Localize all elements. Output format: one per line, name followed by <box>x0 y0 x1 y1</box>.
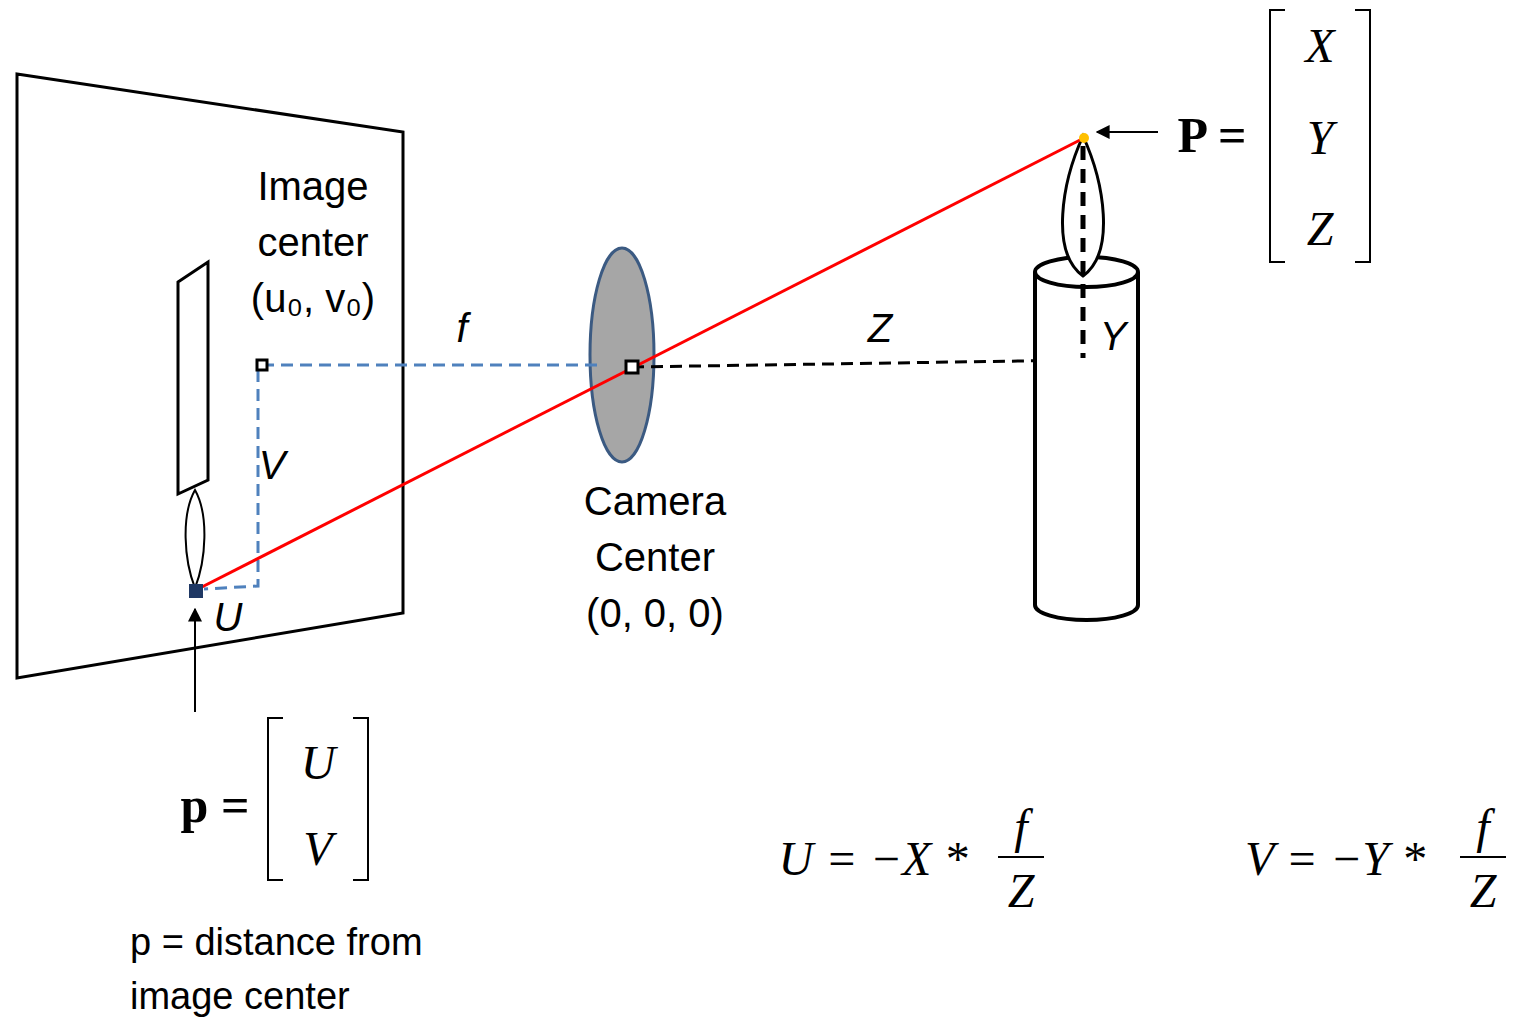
focal-length: f <box>456 306 467 351</box>
height-guide <box>1081 146 1086 358</box>
world-point <box>1079 133 1089 143</box>
matrix-entry: X <box>1305 18 1334 73</box>
camera-center-label: Camera Center (0, 0, 0) <box>573 473 738 641</box>
matrix-entry: V <box>303 821 332 876</box>
plane-outline <box>15 72 407 684</box>
lens-outline <box>590 248 654 462</box>
definition-note: p = distance from image center <box>130 915 475 1023</box>
matrix-bracket <box>1270 10 1370 262</box>
matrix-name: p = <box>181 776 250 834</box>
fraction-denominator: Z <box>1470 863 1497 918</box>
image-center-point <box>257 360 267 370</box>
fraction-bar <box>998 856 1044 858</box>
uv-guide <box>204 370 258 589</box>
matrix-entry: Z <box>1307 201 1334 256</box>
fraction-numerator: f <box>1014 799 1027 854</box>
matrix-name: P = <box>1178 106 1247 164</box>
fraction-bar <box>1460 856 1506 858</box>
equation-lhs: U = −X * <box>779 831 968 886</box>
u-label: U <box>214 595 243 640</box>
matrix-entry: U <box>301 735 336 790</box>
lens-outline <box>560 245 750 645</box>
matrix-bracket <box>268 718 368 880</box>
leader-arrow <box>1097 131 1158 133</box>
image-center-label: Image center (u₀, v₀) <box>238 158 388 326</box>
depth-label: Z <box>868 306 892 351</box>
image-point <box>189 584 203 598</box>
leader-arrow <box>194 609 196 712</box>
candle-body <box>1035 272 1138 620</box>
fraction-numerator: f <box>1476 799 1489 854</box>
focal-guide <box>262 364 598 367</box>
equation-lhs: V = −Y * <box>1245 831 1425 886</box>
image-candle <box>178 262 208 494</box>
camera-center-point <box>626 361 638 373</box>
matrix-entry: Y <box>1307 110 1334 165</box>
camera-lens: Camera Center (0, 0, 0) <box>560 245 750 645</box>
image-plane: Image center (u₀, v₀) V U <box>15 72 407 684</box>
light-ray <box>196 138 1084 590</box>
image-flame <box>186 490 205 588</box>
optical-axis <box>632 360 1085 367</box>
fraction-denominator: Z <box>1008 863 1035 918</box>
v-label: V <box>259 443 286 488</box>
plane-outline <box>17 74 403 678</box>
height-label: Y <box>1100 314 1127 359</box>
